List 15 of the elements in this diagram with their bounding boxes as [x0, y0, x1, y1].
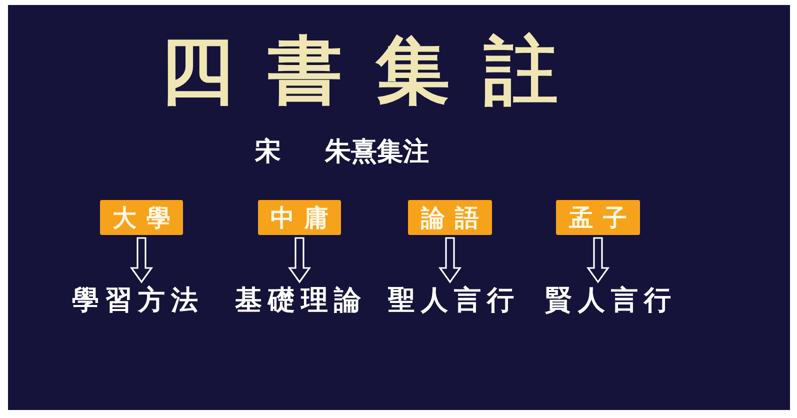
- title: 四書集註: [160, 28, 592, 114]
- subtitle-text: 宋: [255, 137, 281, 167]
- subtitle-text: 朱熹集注: [325, 137, 429, 167]
- topic-text: 學習方法: [72, 285, 207, 319]
- topic-text: 賢人言行: [545, 285, 680, 319]
- book-label: 中庸: [258, 200, 341, 235]
- hollow-arrow: [438, 237, 462, 284]
- book-label: 大學: [100, 200, 183, 235]
- hollow-arrow: [288, 237, 312, 284]
- book-label: 孟子: [556, 200, 640, 235]
- topic-text: 聖人言行: [388, 285, 523, 319]
- hollow-arrow: [586, 237, 610, 284]
- hollow-arrow: [130, 237, 154, 284]
- topic-text: 基礎理論: [235, 285, 370, 319]
- book-label: 論語: [408, 200, 492, 235]
